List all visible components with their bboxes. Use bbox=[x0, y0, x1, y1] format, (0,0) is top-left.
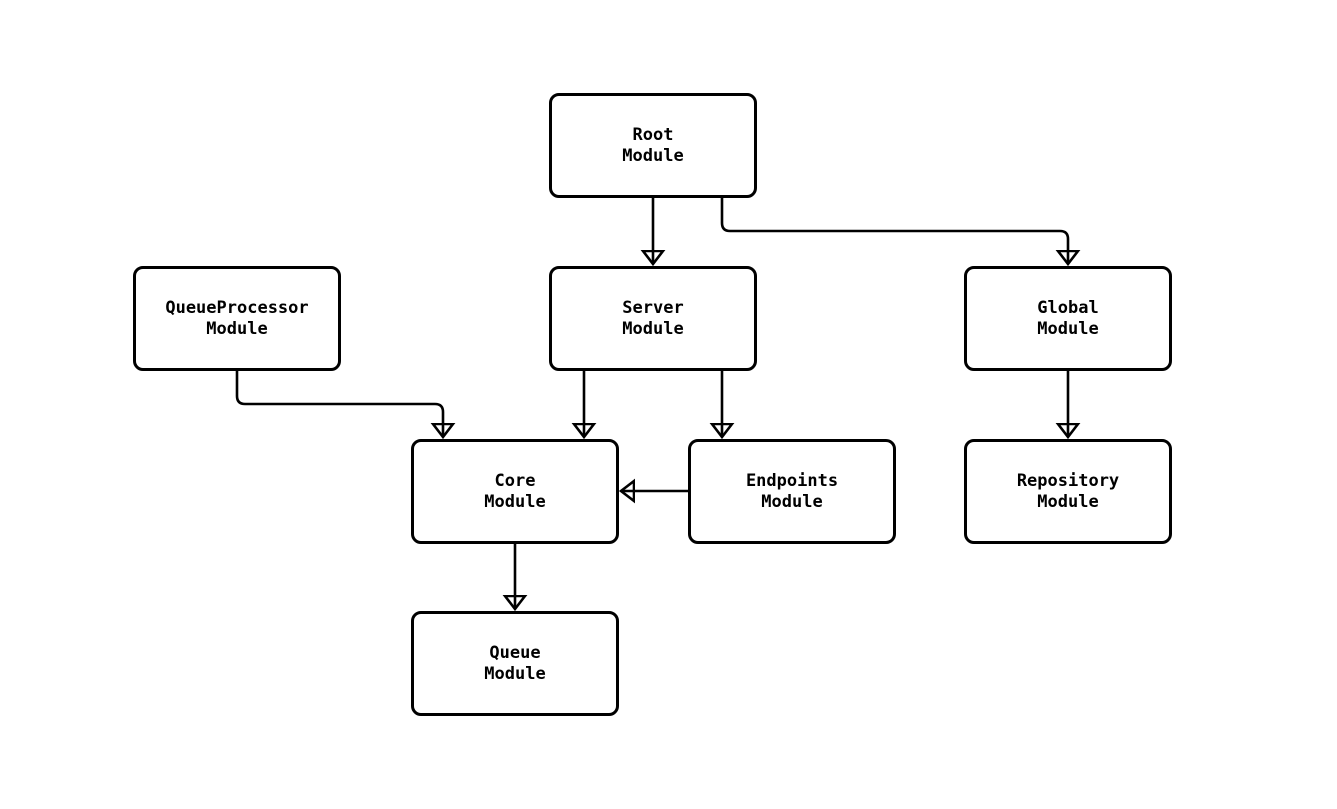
edge-queueprocessor-to-core bbox=[235, 371, 443, 437]
node-label-line: Core bbox=[494, 470, 536, 491]
node-label-line: Module bbox=[484, 663, 546, 684]
node-label-line: Module bbox=[622, 145, 684, 166]
node-queueprocessor-module: QueueProcessor Module bbox=[133, 266, 341, 371]
edge-root-to-global bbox=[720, 198, 1068, 264]
node-label-line: Module bbox=[206, 318, 268, 339]
node-label-line: Endpoints bbox=[745, 470, 839, 491]
node-repository-module: Repository Module bbox=[964, 439, 1172, 544]
node-label-line: Module bbox=[622, 318, 684, 339]
node-global-module: Global Module bbox=[964, 266, 1172, 371]
node-label-line: Root bbox=[632, 124, 674, 145]
node-label-line: Module bbox=[761, 491, 823, 512]
node-queue-module: Queue Module bbox=[411, 611, 619, 716]
node-endpoints-module: Endpoints Module bbox=[688, 439, 896, 544]
node-label-line: QueueProcessor bbox=[165, 297, 309, 318]
node-label-line: Module bbox=[1037, 318, 1099, 339]
node-label-line: Server bbox=[622, 297, 684, 318]
node-label-line: Queue bbox=[489, 642, 541, 663]
node-label-line: Global bbox=[1037, 297, 1099, 318]
node-core-module: Core Module bbox=[411, 439, 619, 544]
node-label-line: Module bbox=[484, 491, 546, 512]
node-root-module: Root Module bbox=[549, 93, 757, 198]
node-server-module: Server Module bbox=[549, 266, 757, 371]
node-label-line: Module bbox=[1037, 491, 1099, 512]
node-label-line: Repository bbox=[1016, 470, 1120, 491]
